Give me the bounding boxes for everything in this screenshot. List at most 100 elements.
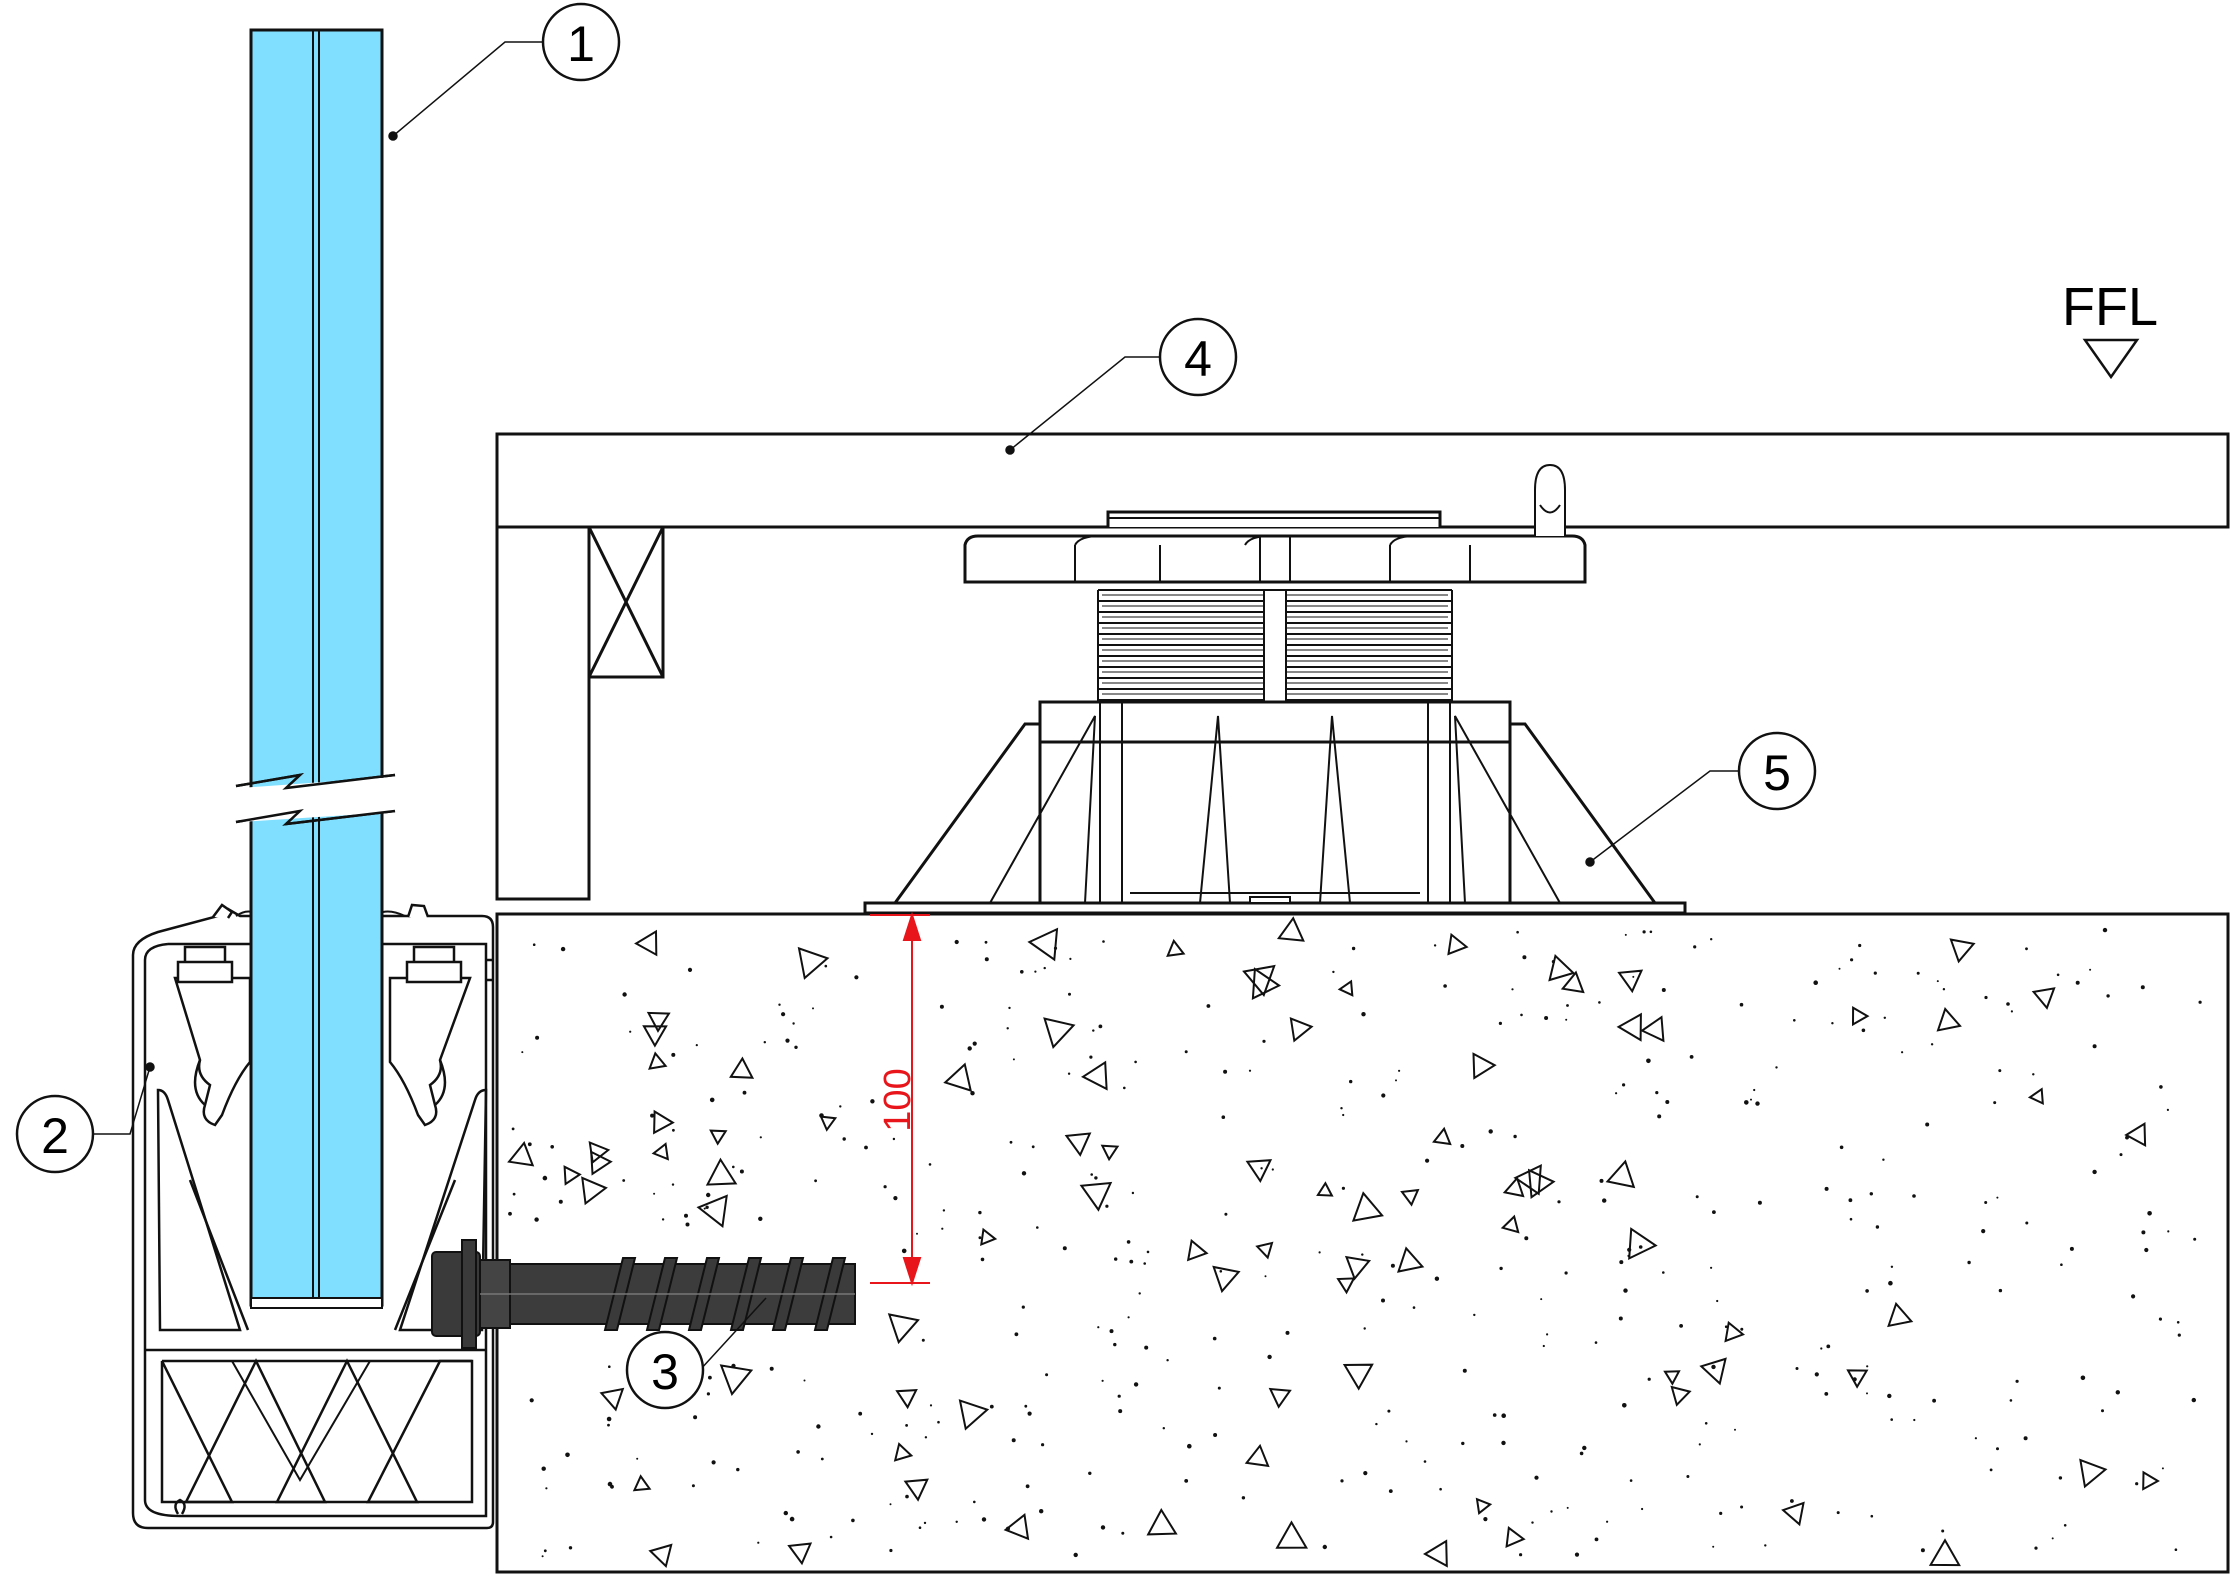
speckle xyxy=(550,1145,554,1149)
speckle xyxy=(2159,1085,2163,1089)
speckle xyxy=(1913,1418,1916,1422)
aggregate-mark xyxy=(719,1364,754,1396)
aggregate-mark xyxy=(1432,1126,1452,1146)
aggregate-mark xyxy=(1166,938,1186,958)
speckle xyxy=(1425,1158,1430,1163)
speckle xyxy=(781,1012,786,1017)
speckle xyxy=(1020,970,1024,974)
speckle xyxy=(1206,1004,1211,1008)
speckle xyxy=(1340,1107,1343,1110)
speckle xyxy=(558,1199,563,1204)
speckle xyxy=(650,1113,655,1118)
speckle xyxy=(1775,1066,1778,1069)
speckle xyxy=(2058,1476,2063,1480)
aggregate-mark xyxy=(1186,1238,1209,1262)
speckle xyxy=(928,1163,932,1166)
speckle xyxy=(1865,1289,1869,1293)
speckle xyxy=(1248,1069,1252,1072)
speckle xyxy=(1501,1413,1506,1418)
speckle xyxy=(1363,1471,1368,1476)
aggregate-mark xyxy=(980,1227,998,1246)
speckle xyxy=(2092,1169,2097,1175)
speckle xyxy=(1967,1260,1971,1265)
speckle xyxy=(671,1183,675,1186)
speckle xyxy=(708,1375,712,1380)
aggregate-mark xyxy=(1447,932,1469,956)
speckle xyxy=(2006,1002,2010,1006)
speckle xyxy=(1390,1263,1395,1268)
aggregate-mark xyxy=(895,1389,918,1410)
speckle xyxy=(1092,1029,1095,1032)
speckle xyxy=(1850,958,1854,962)
speckle xyxy=(1662,1271,1665,1274)
speckle xyxy=(1021,1171,1027,1176)
speckle xyxy=(560,946,566,952)
speckle xyxy=(1764,1544,1767,1547)
speckle xyxy=(1848,1198,1853,1203)
speckle xyxy=(1492,1413,1497,1417)
speckle xyxy=(1105,1204,1109,1208)
speckle xyxy=(685,1222,690,1227)
speckle xyxy=(2147,1211,2152,1216)
speckle xyxy=(812,1007,814,1010)
speckle xyxy=(889,1503,892,1506)
speckle xyxy=(1679,1324,1683,1328)
speckle xyxy=(1866,1392,1868,1395)
speckle xyxy=(901,1248,907,1254)
speckle xyxy=(1034,970,1037,973)
speckle xyxy=(2174,1548,2178,1551)
speckle xyxy=(661,1218,665,1221)
speckle xyxy=(1102,940,1105,943)
speckle xyxy=(984,940,988,944)
speckle xyxy=(2023,1436,2028,1441)
speckle xyxy=(1513,1134,1517,1139)
speckle xyxy=(2069,1246,2074,1251)
speckle xyxy=(1498,1021,1502,1025)
speckle xyxy=(2177,1333,2181,1337)
aggregate-mark xyxy=(1244,1443,1270,1468)
speckle xyxy=(2034,1546,2038,1550)
aggregate-mark xyxy=(1400,1188,1420,1207)
speckle xyxy=(1606,1520,1609,1523)
speckle xyxy=(527,1142,532,1147)
speckle xyxy=(565,1452,570,1458)
speckle xyxy=(1144,1345,1149,1350)
speckle xyxy=(1551,960,1555,964)
speckle xyxy=(2144,1247,2149,1253)
speckle xyxy=(2140,985,2145,990)
aggregate-mark xyxy=(1336,1277,1356,1295)
speckle xyxy=(529,1398,534,1403)
speckle xyxy=(1090,1173,1093,1176)
speckle xyxy=(1443,984,1447,988)
speckle xyxy=(978,1236,982,1240)
aggregate-mark xyxy=(563,1165,582,1186)
speckle xyxy=(731,1363,736,1368)
aggregate-mark xyxy=(1027,927,1059,962)
speckle xyxy=(706,1392,711,1396)
speckle xyxy=(1627,1247,1632,1252)
aggregate-mark xyxy=(1422,1539,1448,1568)
aggregate-mark xyxy=(1475,1497,1493,1516)
speckle xyxy=(1942,988,1946,991)
callout-3-number: 3 xyxy=(651,1344,679,1400)
speckle xyxy=(778,1003,781,1006)
speckle xyxy=(2167,1230,2170,1233)
speckle xyxy=(1984,1201,1988,1204)
speckle xyxy=(1755,1101,1760,1106)
speckle xyxy=(1661,988,1666,992)
speckle xyxy=(955,1520,958,1524)
speckle xyxy=(1501,1440,1506,1446)
speckle xyxy=(1041,1443,1045,1447)
speckle xyxy=(769,1366,774,1371)
fascia-board xyxy=(495,525,665,901)
aggregate-mark xyxy=(1255,1241,1274,1260)
aggregate-mark xyxy=(1043,1017,1076,1050)
speckle xyxy=(1123,1086,1126,1090)
speckle xyxy=(607,1423,610,1427)
speckle xyxy=(1363,1327,1366,1330)
speckle xyxy=(1519,1553,1523,1557)
speckle xyxy=(967,1046,972,1051)
speckle xyxy=(870,1099,875,1104)
speckle xyxy=(543,1549,547,1553)
aggregate-mark xyxy=(2142,1470,2160,1491)
